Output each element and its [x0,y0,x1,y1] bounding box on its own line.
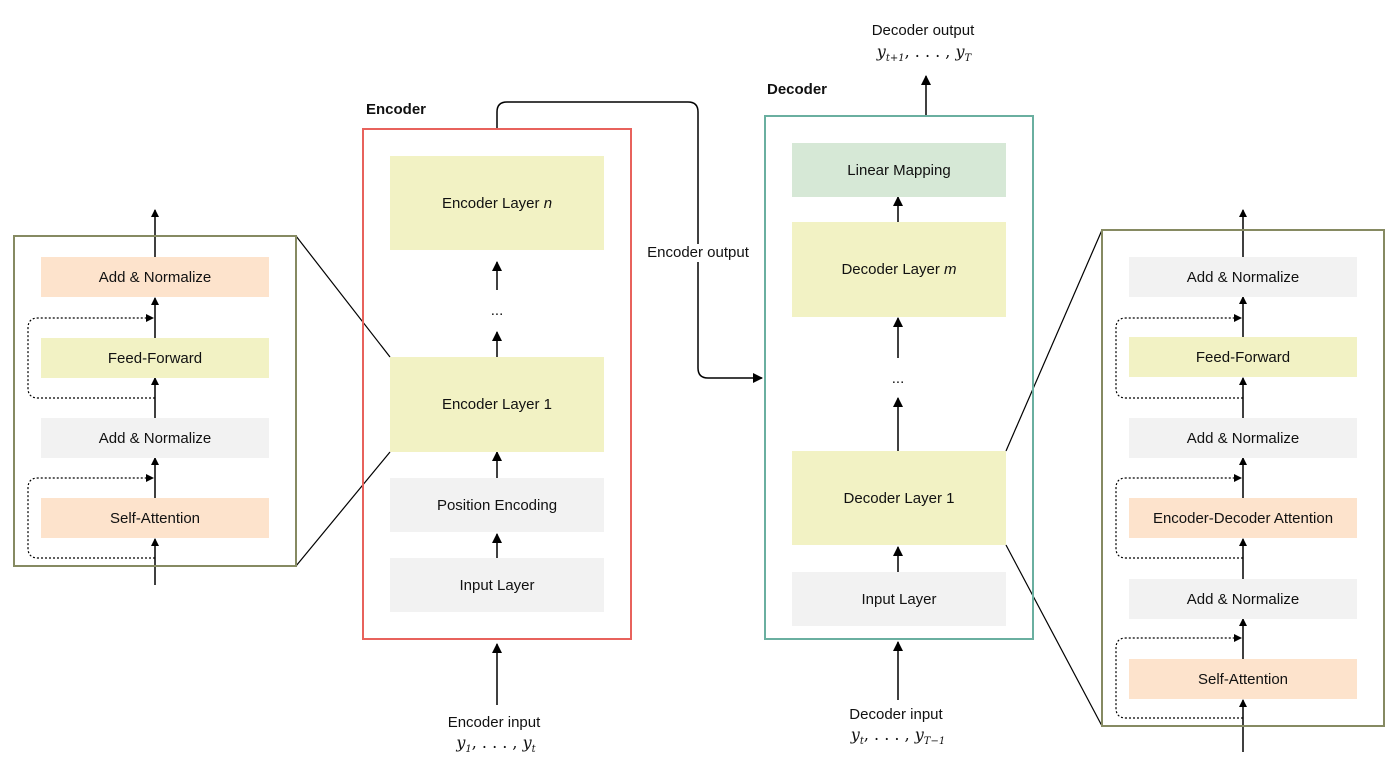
dec-detail-residual-1 [1115,634,1243,719]
encoder-layer-n[interactable]: Encoder Layer n [390,156,604,250]
dec-in-y1: y [850,725,860,744]
linear-mapping-label: Linear Mapping [847,161,951,179]
encoder-ellipsis: ... [490,302,504,319]
enc-detail-self-attention-label: Self-Attention [109,509,201,527]
encoder-input-label: Encoder input [447,714,541,731]
decoder-output-seq: yt+1, . . . , yT [877,42,971,64]
decoder-output-label: Decoder output [871,22,975,39]
dec-detail-add-norm-top-label: Add & Normalize [1186,268,1300,286]
enc-seq-sub1: 1 [465,744,472,756]
encoder-layer-1[interactable]: Encoder Layer 1 [390,357,604,452]
dec-detail-add-norm-middle[interactable]: Add & Normalize [1129,418,1357,458]
dec-in-yt: y [914,725,924,744]
encoder-output-label: Encoder output [645,244,751,262]
encoder-output-connector [496,101,763,383]
dec-detail-enc-dec-attention[interactable]: Encoder-Decoder Attention [1129,498,1357,538]
dec-out-dots: , . . . , [904,42,956,61]
dec-detail-residual-3 [1115,314,1243,399]
dec-out-subt: T [964,53,972,65]
encoder-input-seq: y1, . . . , yt [456,733,535,755]
encoder-layer-detail-frame [13,235,297,567]
encoder-frame [362,128,632,640]
zoom-line-enc-bottom [295,451,391,567]
dec-detail-feed-forward[interactable]: Feed-Forward [1129,337,1357,377]
decoder-input-seq: yt, . . . , yT−1 [851,725,945,747]
dec-detail-add-norm-middle-label: Add & Normalize [1186,429,1300,447]
enc-detail-residual-1 [27,474,155,559]
decoder-layer-m-label: Decoder Layer [841,261,940,278]
decoder-layer-m[interactable]: Decoder Layer m [792,222,1006,317]
encoder-input-layer-label: Input Layer [459,576,535,594]
enc-detail-self-attention[interactable]: Self-Attention [41,498,269,538]
decoder-input-label: Decoder input [849,706,943,723]
dec-detail-feed-forward-label: Feed-Forward [1195,348,1291,366]
dec-out-sub1: t+1 [885,53,905,65]
enc-detail-residual-2 [27,314,155,399]
dec-detail-add-norm-bottom[interactable]: Add & Normalize [1129,579,1357,619]
decoder-layer-1-label: Decoder Layer 1 [843,489,955,507]
dec-in-dots: , . . . , [863,725,915,744]
enc-detail-add-norm-bottom[interactable]: Add & Normalize [41,418,269,458]
enc-seq-subt: t [531,744,536,756]
decoder-ellipsis: ... [891,370,905,387]
enc-seq-dots: , . . . , [471,733,523,752]
encoder-layer-n-label: Encoder Layer [441,194,540,212]
position-encoding-box[interactable]: Position Encoding [390,478,604,532]
enc-seq-yt: y [522,733,532,752]
enc-detail-add-norm-top[interactable]: Add & Normalize [41,257,269,297]
decoder-frame [764,115,1034,640]
enc-detail-add-norm-top-label: Add & Normalize [98,268,212,286]
decoder-layer-detail-frame [1101,229,1385,727]
dec-detail-self-attention[interactable]: Self-Attention [1129,659,1357,699]
decoder-input-layer-label: Input Layer [861,590,937,608]
encoder-title: Encoder [366,101,427,118]
encoder-layer-1-label: Encoder Layer 1 [441,396,553,413]
dec-detail-enc-dec-attention-label: Encoder-Decoder Attention [1152,509,1334,527]
decoder-input-layer[interactable]: Input Layer [792,572,1006,626]
decoder-layer-m-index: m [944,261,957,278]
zoom-line-enc-top [295,235,391,358]
dec-detail-self-attention-label: Self-Attention [1197,670,1289,688]
dec-detail-add-norm-bottom-label: Add & Normalize [1186,590,1300,608]
decoder-layer-1[interactable]: Decoder Layer 1 [792,451,1006,545]
decoder-title: Decoder [767,81,828,98]
dec-in-subt: T−1 [923,736,946,748]
zoom-line-dec-bottom [1005,544,1103,727]
encoder-input-layer[interactable]: Input Layer [390,558,604,612]
dec-in-sub1: t [859,736,864,748]
dec-out-yt: y [955,42,965,61]
enc-detail-feed-forward-label: Feed-Forward [107,349,203,367]
enc-seq-y1: y [456,733,466,752]
position-encoding-label: Position Encoding [436,496,558,514]
linear-mapping-box[interactable]: Linear Mapping [792,143,1006,197]
enc-detail-feed-forward[interactable]: Feed-Forward [41,338,269,378]
dec-out-y1: y [876,42,886,61]
encoder-layer-n-index: n [543,194,553,212]
zoom-line-dec-top [1005,229,1103,452]
enc-detail-add-norm-bottom-label: Add & Normalize [98,429,212,447]
dec-detail-residual-2 [1115,474,1243,559]
dec-detail-add-norm-top[interactable]: Add & Normalize [1129,257,1357,297]
